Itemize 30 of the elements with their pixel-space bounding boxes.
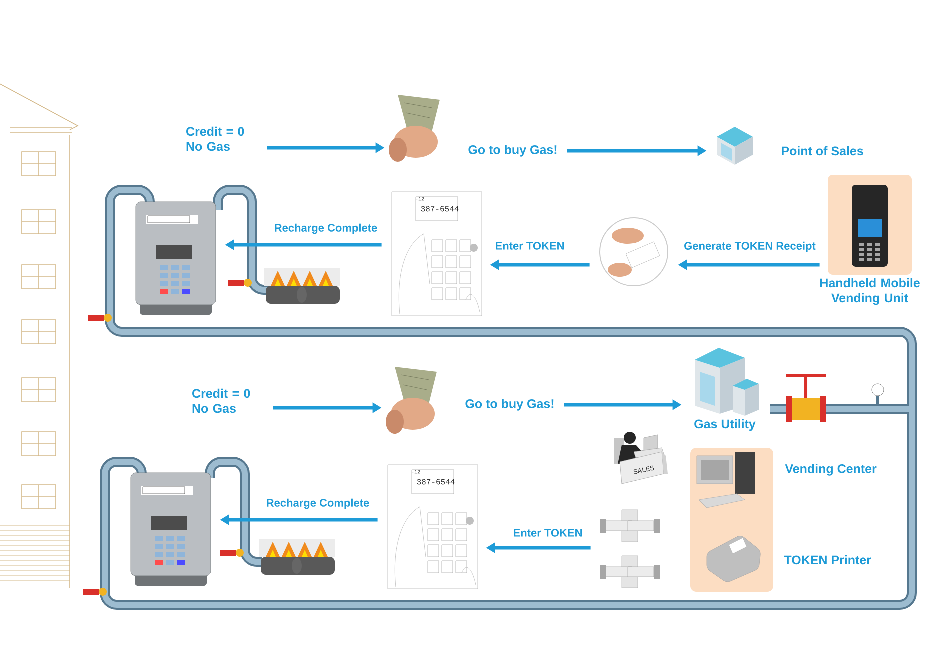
edge-label: Enter TOKEN [512,528,584,538]
edge-label: Recharge Complete [265,498,371,510]
display-text: 387-6544 [421,206,459,212]
node-label: Handheld Mobile Vending Unit [820,278,920,306]
handshake-drawing [600,556,660,588]
status-text: Credit = 0 No Gas [186,126,244,152]
utility-building-drawing: Gas Utility [694,348,759,432]
caption-text: TOKEN Printer [784,555,872,565]
edge-label: Recharge Complete [273,222,379,236]
keypad-drawing [388,464,478,590]
receipt-drawing [600,218,668,286]
computer-drawing [696,452,755,508]
step-text: Go to buy Gas! [466,399,554,411]
shop-drawing [717,127,753,165]
caption-text: Point of Sales [782,146,864,156]
handshake-drawing [600,510,660,542]
edge-label: Enter TOKEN [494,241,566,251]
node-label: Gas Utility [694,419,756,432]
money-hand-drawing [386,367,437,434]
vending-unit-panel: Handheld Mobile Vending Unit [820,175,920,306]
money-hand-drawing [389,95,440,162]
step-text: Go to buy Gas! [468,145,557,157]
display-text: 387-6544 [417,479,455,485]
printer-drawing [706,536,761,582]
keypad-drawing [392,192,482,316]
caption-text: Vending Center [785,464,877,476]
status-text: Credit = 0 No Gas [192,388,250,414]
edge-label: Generate TOKEN Receipt [683,240,817,254]
gas-meter-drawing [130,472,212,586]
gas-meter-drawing [136,202,216,315]
